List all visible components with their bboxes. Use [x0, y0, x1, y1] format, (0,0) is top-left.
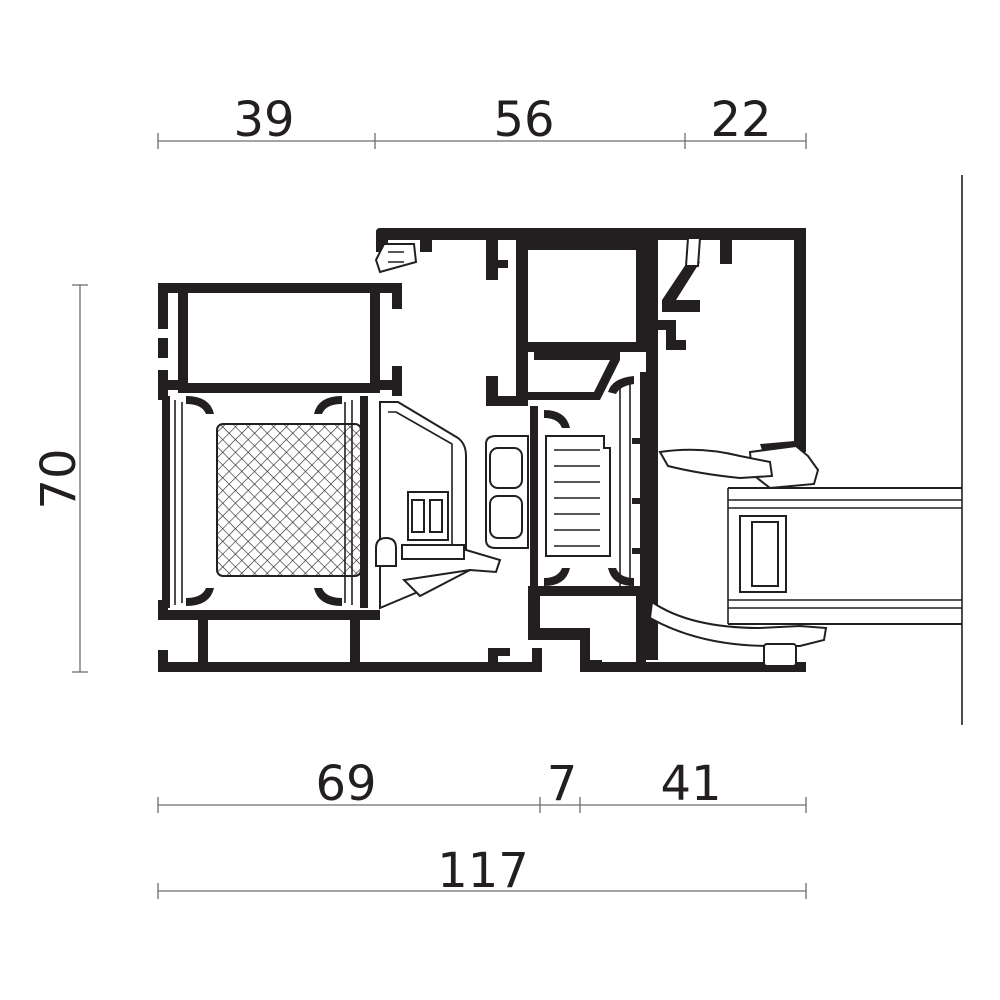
dimension-label-39: 39 — [233, 92, 294, 148]
dimension-label-22: 22 — [710, 92, 771, 148]
left-frame-profile — [158, 283, 542, 672]
dimension-label-69: 69 — [315, 756, 376, 812]
right-frame-profile — [374, 228, 828, 672]
bottom-dimension-chain: 69 7 41 — [157, 756, 807, 813]
glazing-unit — [727, 487, 962, 625]
thermal-break-center — [375, 401, 529, 610]
dimension-label-7: 7 — [547, 756, 578, 812]
dimension-label-41: 41 — [660, 756, 721, 812]
total-dimension: 117 — [157, 843, 807, 899]
dimension-label-70: 70 — [31, 448, 87, 509]
top-dimension-chain: 39 56 22 — [157, 92, 807, 149]
dimension-label-117: 117 — [437, 843, 529, 899]
dimension-label-56: 56 — [493, 92, 554, 148]
left-dimension: 70 — [31, 284, 88, 673]
